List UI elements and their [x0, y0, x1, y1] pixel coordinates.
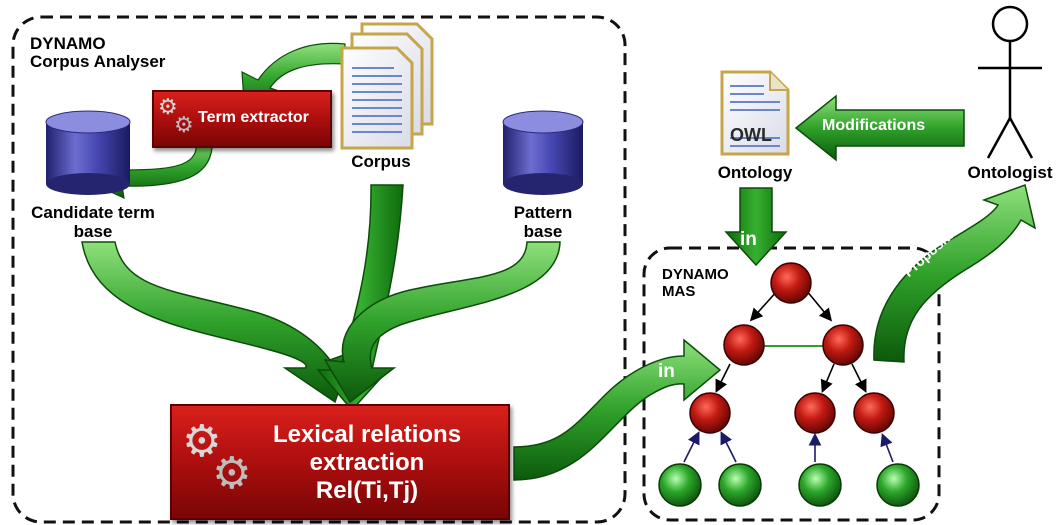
analyser-title-line-2: Corpus Analyser [30, 52, 166, 71]
gears-icon: ⚙ [158, 94, 178, 119]
mas-leaf-2 [718, 463, 762, 507]
lexical-line-3: Rel(Ti,Tj) [315, 477, 419, 504]
mas-node-low-1 [689, 392, 731, 434]
merge-arrows [81, 184, 561, 412]
ontologist-figure-icon [978, 5, 1042, 159]
mas-node-mid-left [723, 324, 765, 366]
gears-icon-large: ⚙ [182, 417, 222, 466]
mas-title-line-2: MAS [662, 283, 696, 300]
gears-icon-small: ⚙ [174, 112, 194, 137]
corpus-documents-icon [340, 22, 434, 150]
owl-document-icon [720, 70, 790, 156]
candidate-term-label-line-2: base [73, 222, 113, 241]
corpus-analyser-frame [11, 15, 627, 524]
lexical-line-1: Lexical relations [272, 421, 462, 448]
mas-title-line-1: DYNAMO [662, 266, 729, 283]
pattern-base-label-line-1: Pattern [513, 203, 573, 222]
gears-icon-large-2: ⚙ [212, 449, 252, 498]
mas-node-low-2 [794, 392, 836, 434]
term-extractor-label: Term extractor [198, 109, 309, 126]
analyser-title-line-1: DYNAMO [30, 34, 106, 53]
ontologist-label: Ontologist [967, 163, 1053, 182]
mas-leaf-4 [876, 463, 920, 507]
arrow-corpus-to-extraction [316, 184, 404, 412]
ontology-label: Ontology [717, 163, 793, 182]
arrow-pattern-to-extraction [323, 241, 561, 404]
arrow-propositions [873, 184, 1037, 363]
arrow-candidate-to-extraction [81, 241, 354, 404]
pattern-base-cylinder [502, 110, 584, 195]
mas-node-low-3 [853, 392, 895, 434]
mas-red-nodes [689, 262, 895, 434]
mas-leaf-3 [798, 463, 842, 507]
pattern-base-label-line-2: base [523, 222, 563, 241]
mas-node-mid-right [822, 324, 864, 366]
mas-leaf-1 [658, 463, 702, 507]
arrow-ontology-to-mas [724, 187, 788, 267]
lexical-extraction-box: ⚙ ⚙ Lexical relations extraction Rel(Ti,… [170, 404, 510, 520]
mas-node-top [770, 262, 812, 304]
mas-green-nodes [658, 463, 920, 507]
modifications-label: Modifications [822, 117, 926, 134]
mas-network-edges [683, 289, 894, 463]
in-top-label: in [740, 229, 757, 250]
lexical-line-2: extraction [309, 449, 425, 476]
owl-doc-label: OWL [730, 125, 772, 145]
candidate-term-label-line-1: Candidate term [31, 203, 155, 222]
arrow-modifications [794, 94, 965, 162]
candidate-term-base-cylinder [45, 110, 131, 195]
corpus-label: Corpus [351, 152, 411, 171]
in-left-label: in [658, 361, 675, 382]
arrow-extraction-to-mas [513, 338, 722, 481]
term-extractor-box: ⚙ ⚙ Term extractor [152, 90, 332, 148]
